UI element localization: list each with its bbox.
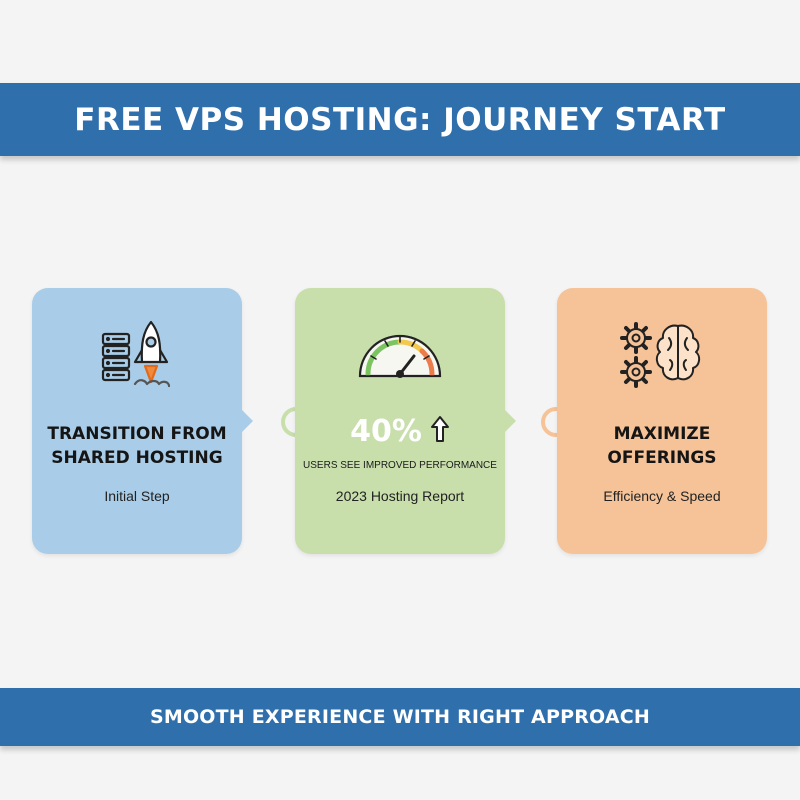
step-card-maximize: MAXIMIZE OFFERINGS Efficiency & Speed (557, 288, 767, 554)
stat-row: 40% (295, 414, 505, 449)
card-title: TRANSITION FROM SHARED HOSTING (47, 424, 227, 468)
speedometer-icon (352, 320, 448, 382)
server-rocket-icon (97, 316, 177, 396)
footer-banner: SMOOTH EXPERIENCE WITH RIGHT APPROACH (0, 688, 800, 746)
card-title: MAXIMIZE OFFERINGS (607, 424, 717, 468)
header-banner: FREE VPS HOSTING: JOURNEY START (0, 83, 800, 156)
page-title: FREE VPS HOSTING: JOURNEY START (74, 101, 726, 138)
stat-label: USERS SEE IMPROVED PERFORMANCE (303, 460, 497, 471)
card-subtitle: 2023 Hosting Report (335, 488, 465, 504)
card-subtitle: Initial Step (104, 488, 170, 504)
card-subtitle: Efficiency & Speed (603, 488, 721, 504)
connector-arrow (505, 410, 516, 432)
step-card-performance: 40% USERS SEE IMPROVED PERFORMANCE 2023 … (295, 288, 505, 554)
footer-text: SMOOTH EXPERIENCE WITH RIGHT APPROACH (149, 706, 651, 728)
gears-brain-icon (614, 316, 710, 396)
stat-value: 40% (350, 414, 422, 449)
connector-arrow (242, 410, 253, 432)
arrow-up-icon (430, 415, 450, 448)
step-card-transition: TRANSITION FROM SHARED HOSTING Initial S… (32, 288, 242, 554)
